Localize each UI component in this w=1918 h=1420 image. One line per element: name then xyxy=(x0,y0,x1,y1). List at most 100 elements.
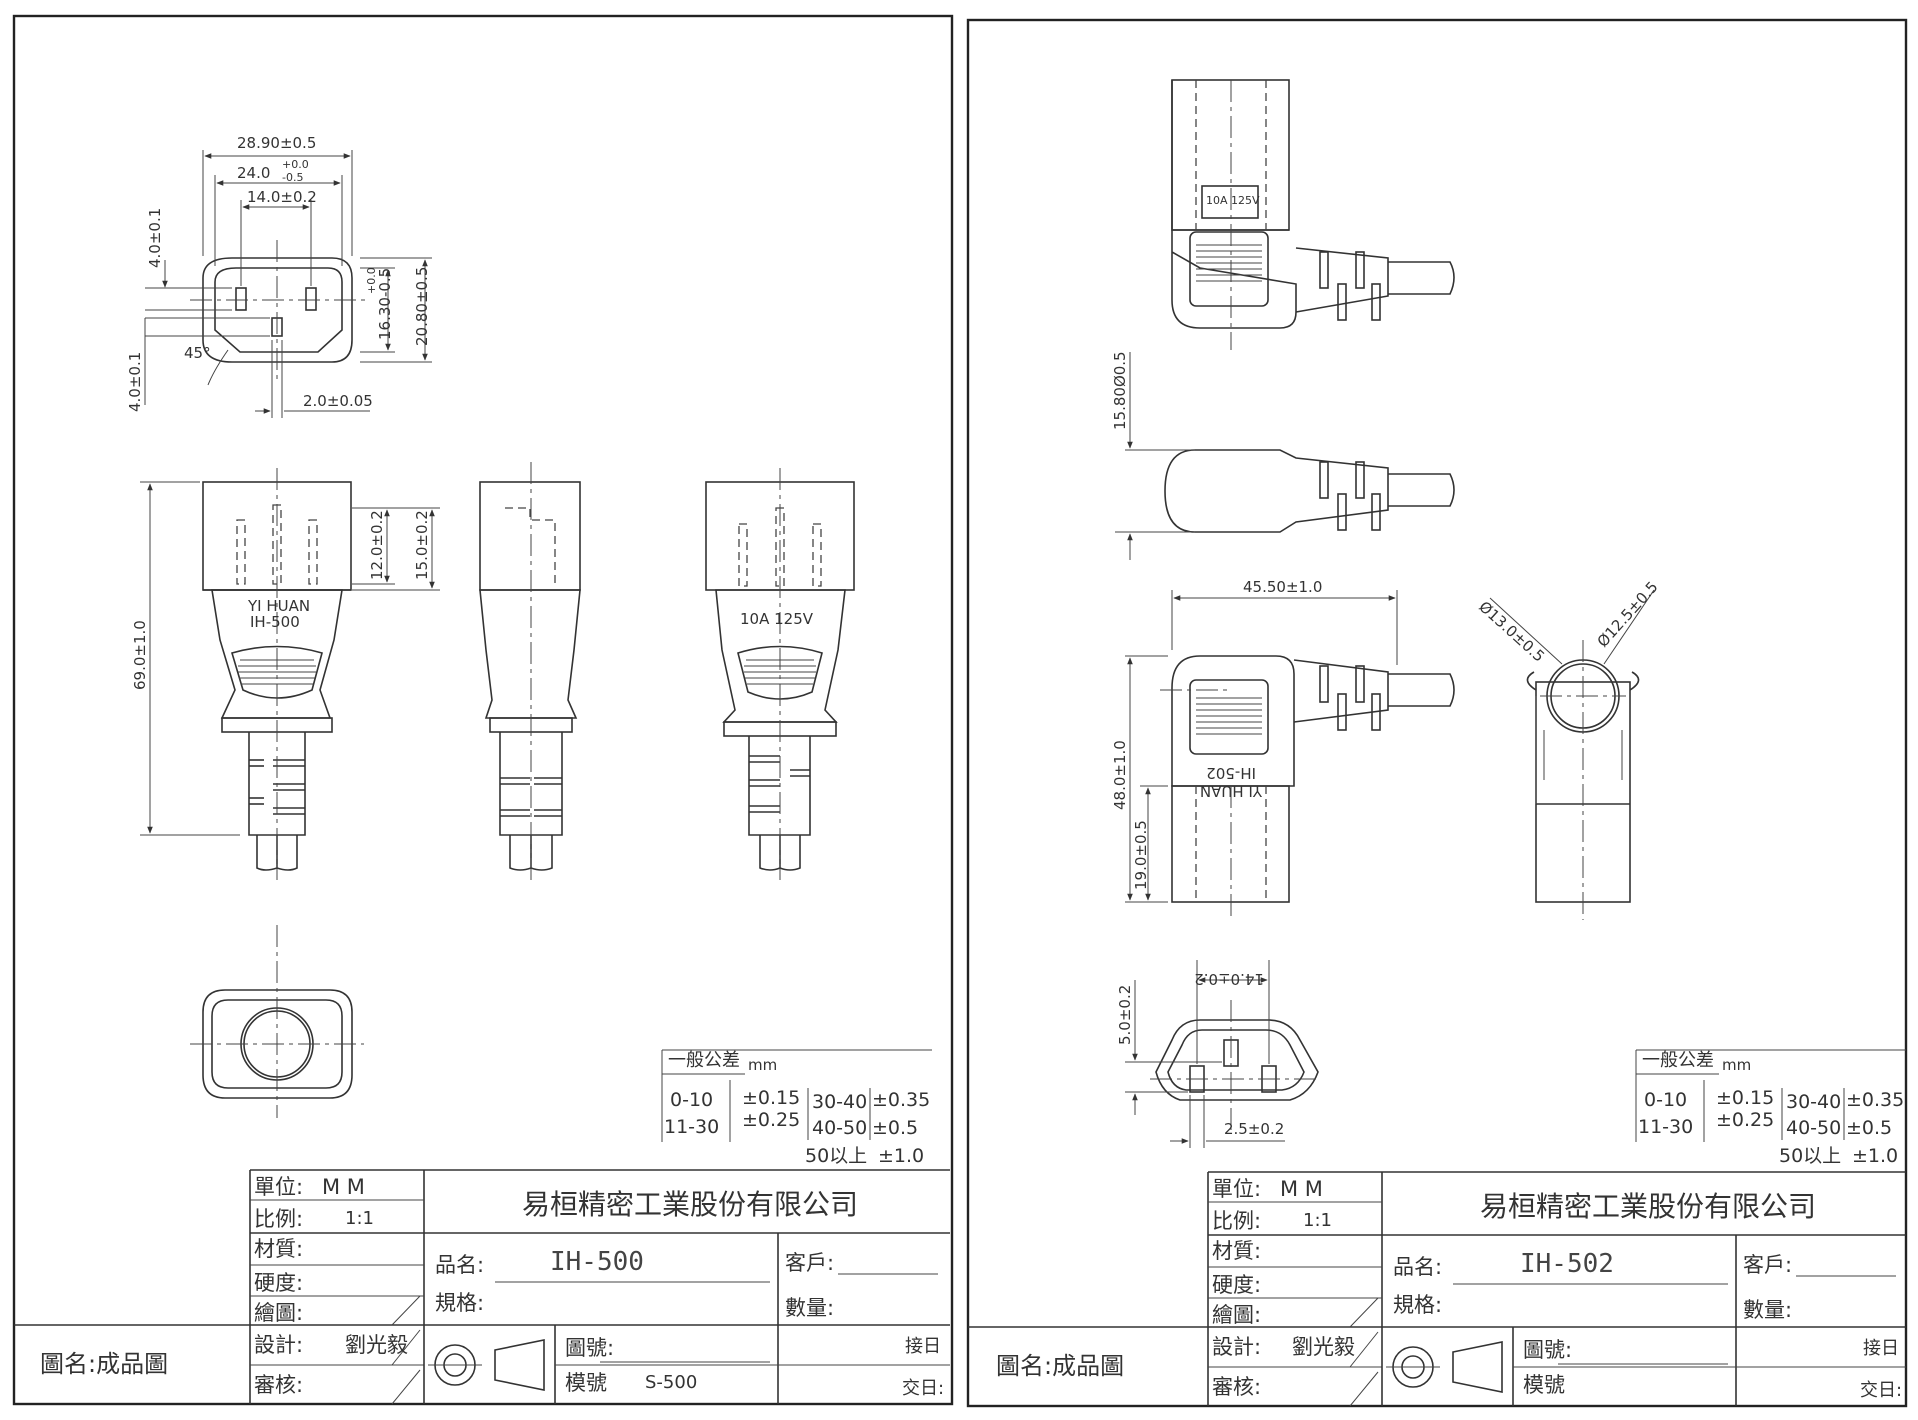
title-block: 單位: M M 比例: 1:1 材質: 硬度: 繪圖: 設計: 劉光毅 審核: … xyxy=(14,1169,950,1405)
dim-outer-width: 28.90±0.5 xyxy=(237,134,316,152)
dim-outer-height: 20.80±0.5 xyxy=(413,267,431,346)
tol2-range-1: 0-10 xyxy=(1644,1089,1687,1111)
dim-inner-width-tol-lower: -0.5 xyxy=(282,171,303,184)
dim-head-height: 19.0±0.5 xyxy=(1132,820,1150,890)
main-elevation-view: YI HUAN IH-502 45.50±1.0 48.0±1.0 19.0±0… xyxy=(1111,578,1455,920)
dim-bottom-pin-spacing: 14.0±0.2 xyxy=(1194,970,1264,988)
customer-label: 客戶: xyxy=(785,1251,834,1275)
dim-height: 48.0±1.0 xyxy=(1111,740,1129,810)
drawing-no-label-2: 圖號: xyxy=(1523,1338,1572,1362)
tolerance-title-2: 一般公差 xyxy=(1642,1050,1714,1071)
dim-inner-width: 24.0 xyxy=(237,164,270,182)
dim-bottom-pin-height: 5.0±0.2 xyxy=(1116,985,1134,1045)
scale-value: 1:1 xyxy=(345,1208,374,1229)
dim-inner-height-tol: +0.0 xyxy=(365,267,378,294)
unit-value-2: M M xyxy=(1280,1177,1323,1201)
company-name-2: 易桓精密工業股份有限公司 xyxy=(1480,1190,1816,1223)
product-label: 品名: xyxy=(435,1253,484,1277)
tol2-value-1: ±0.15 xyxy=(1716,1087,1774,1109)
unit-label: 單位: xyxy=(254,1175,303,1199)
elev-model: IH-502 xyxy=(1206,764,1256,782)
product-label-2: 品名: xyxy=(1393,1255,1442,1279)
product-value: IH-500 xyxy=(550,1247,644,1277)
sheet-ih-500: 28.90±0.5 24.0 +0.0 -0.5 14.0±0.2 4.0±0.… xyxy=(12,14,954,1406)
tol-range-5: 50以上 xyxy=(805,1145,867,1167)
hardness-label: 硬度: xyxy=(254,1271,303,1295)
scale-value-2: 1:1 xyxy=(1303,1210,1332,1231)
tol2-value-2: ±0.25 xyxy=(1716,1109,1774,1131)
drawing-name-2: 圖名:成品圖 xyxy=(996,1352,1124,1380)
receive-label: 接日 xyxy=(905,1336,941,1357)
unit-value: M M xyxy=(322,1175,365,1199)
dim-pin-depth: 12.0±0.2 xyxy=(368,510,386,580)
marking-model: IH-500 xyxy=(250,613,300,631)
tol-value-4: ±0.5 xyxy=(872,1117,918,1139)
designer-name-2: 劉光毅 xyxy=(1292,1335,1355,1359)
tol2-value-5: ±1.0 xyxy=(1852,1145,1898,1167)
dim-pin-width: 2.0±0.05 xyxy=(303,392,373,410)
projection-symbol-icon xyxy=(494,1339,545,1391)
receive-label-2: 接日 xyxy=(1863,1338,1899,1359)
dim-bottom-pin-width: 2.5±0.2 xyxy=(1224,1120,1284,1138)
tolerance-table: 一般公差 mm 0-10 11-30 ±0.15 ±0.25 30-40 ±0.… xyxy=(661,1049,932,1167)
dim-length-top: 45.50±1.0 xyxy=(1243,578,1322,596)
sheet-ih-502: 10A 125V xyxy=(966,18,1908,1408)
tolerance-unit-2: mm xyxy=(1722,1056,1751,1074)
unit-label-2: 單位: xyxy=(1212,1177,1261,1201)
front-elevation-view: YI HUAN IH-500 69.0±1.0 12.0±0.2 15.0±0.… xyxy=(131,468,440,880)
review-label: 審核: xyxy=(254,1373,303,1397)
hardness-label-2: 硬度: xyxy=(1212,1273,1261,1297)
dim-d2: Ø12.5±0.5 xyxy=(1594,578,1662,651)
marking-brand: YI HUAN xyxy=(247,597,310,615)
drawn-label: 繪圖: xyxy=(254,1301,303,1325)
side-view: 15.80Ø0.5 xyxy=(1111,351,1455,560)
tol-range-4: 40-50 xyxy=(812,1117,867,1139)
bottom-view xyxy=(190,925,364,1118)
back-elevation-view: 10A 125V xyxy=(705,468,855,880)
mold-no-label-2: 模號 xyxy=(1523,1373,1565,1397)
qty-label: 數量: xyxy=(785,1296,834,1320)
material-label: 材質: xyxy=(254,1237,303,1261)
mold-no-label: 模號 xyxy=(565,1371,607,1395)
designer-name: 劉光毅 xyxy=(345,1333,408,1357)
dim-inner-height: 16.30-0.5 xyxy=(376,268,394,340)
dim-length-total: 69.0±1.0 xyxy=(131,620,149,690)
mold-no-value: S-500 xyxy=(645,1372,697,1393)
dim-body-depth: 15.0±0.2 xyxy=(413,510,431,580)
top-view: 10A 125V xyxy=(1171,79,1455,350)
tol-value-5: ±1.0 xyxy=(878,1145,924,1167)
top-view-rating: 10A 125V xyxy=(1206,194,1260,207)
projection-symbol-icon-2 xyxy=(1452,1341,1503,1393)
side-elevation-view xyxy=(479,462,581,880)
title-block-2: 單位: M M 比例: 1:1 材質: 硬度: 繪圖: 設計: 劉光毅 審核: … xyxy=(968,1171,1906,1407)
tol2-range-5: 50以上 xyxy=(1779,1145,1841,1167)
tol-value-3: ±0.35 xyxy=(872,1089,930,1111)
tol-value-2: ±0.25 xyxy=(742,1109,800,1131)
drawing-no-label: 圖號: xyxy=(565,1336,614,1360)
tol-value-1: ±0.15 xyxy=(742,1087,800,1109)
scale-label: 比例: xyxy=(254,1207,303,1231)
dim-pin-height-top: 4.0±0.1 xyxy=(146,208,164,268)
design-label: 設計: xyxy=(254,1333,303,1357)
drawn-label-2: 繪圖: xyxy=(1212,1303,1261,1327)
tolerance-table-2: 一般公差 mm 0-10 11-30 ±0.15 ±0.25 30-40 ±0.… xyxy=(1635,1049,1906,1167)
dim-angle: 45° xyxy=(184,344,211,362)
back-rating: 10A 125V xyxy=(740,610,814,628)
review-label-2: 審核: xyxy=(1212,1375,1261,1399)
spec-label-2: 規格: xyxy=(1393,1293,1442,1317)
tol-range-1: 0-10 xyxy=(670,1089,713,1111)
tol2-range-2: 11-30 xyxy=(1638,1116,1693,1138)
company-name: 易桓精密工業股份有限公司 xyxy=(522,1188,858,1221)
spec-label: 規格: xyxy=(435,1291,484,1315)
drawing-name: 圖名:成品圖 xyxy=(40,1350,168,1378)
qty-label-2: 數量: xyxy=(1743,1298,1792,1322)
dim-pin-height-bottom: 4.0±0.1 xyxy=(126,352,144,412)
front-face-view: 28.90±0.5 24.0 +0.0 -0.5 14.0±0.2 4.0±0.… xyxy=(126,134,432,418)
dim-diameter-side: 15.80Ø0.5 xyxy=(1111,351,1129,430)
tolerance-unit: mm xyxy=(748,1056,777,1074)
deliver-label: 交日: xyxy=(902,1378,944,1399)
dim-pin-spacing: 14.0±0.2 xyxy=(247,188,317,206)
right-side-view: Ø13.0±0.5 Ø12.5±0.5 xyxy=(1475,578,1662,920)
dim-inner-width-tol-upper: +0.0 xyxy=(282,158,309,171)
